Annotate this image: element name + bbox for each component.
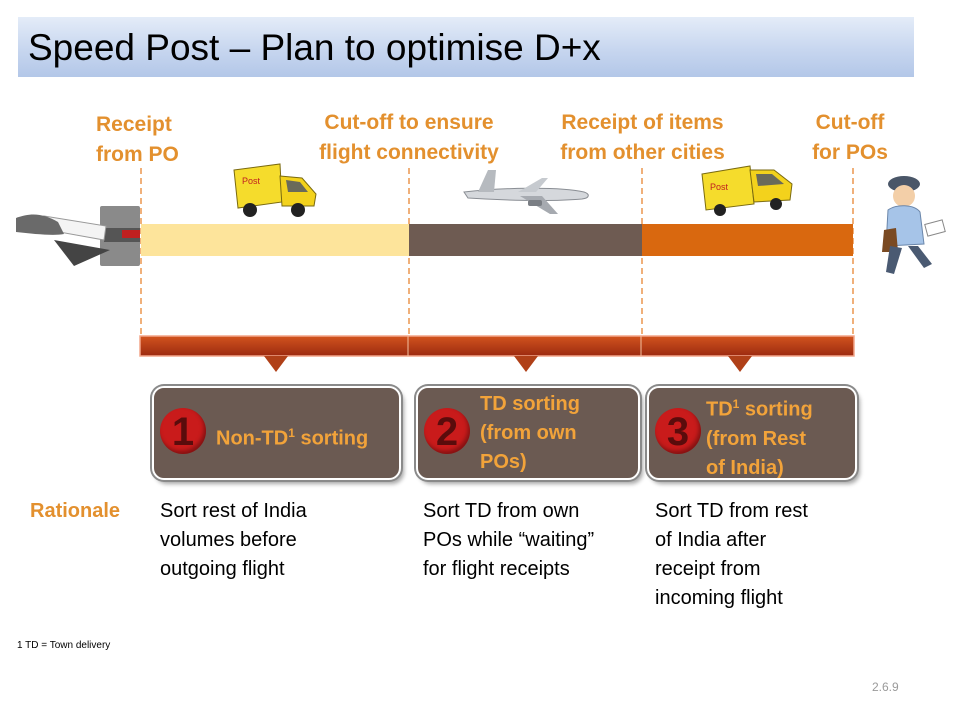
dashed-divider [641,168,643,354]
sorting-bar [139,335,855,372]
mail-truck-icon: Post [701,165,793,216]
milestone-line: from other cities [560,141,725,164]
milestone-line: Receipt of items [561,111,724,134]
postman-icon [882,176,946,274]
milestone-receipt-from-po: Receipt from PO [96,110,179,170]
rationale-line: for flight receipts [423,558,570,580]
milestone-line: from PO [96,143,179,166]
dashed-divider [140,168,142,354]
callout-label: TD1 sorting (from Rest of India) [706,390,813,483]
callout-text: TD sorting [480,393,580,415]
step-number-badge: 1 [160,408,206,454]
milestone-cutoff-flight: Cut-off to ensure flight connectivity [304,108,514,168]
step-number-badge: 2 [424,408,470,454]
timeline-segment-3 [642,224,853,256]
dashed-divider [852,168,854,354]
rationale-line: Sort TD from own [423,500,580,522]
footnote-marker: 1 [288,426,295,440]
milestone-receipt-other-cities: Receipt of items from other cities [545,108,740,168]
mail-truck-icon: Post [233,163,317,217]
milestone-cutoff-pos: Cut-off for POs [800,108,900,168]
rationale-line: Sort rest of India [160,500,307,522]
pointer-2 [514,356,538,372]
milestone-line: Cut-off to ensure [324,111,494,134]
dashed-divider [408,168,410,354]
rationale-line: receipt from [655,558,761,580]
rationale-line: outgoing flight [160,558,285,580]
callout-text: of India) [706,456,784,479]
rationale-line: Sort TD from rest [655,500,808,522]
callout-text: Non-TD [216,427,289,450]
footnote: 1 TD = Town delivery [17,640,111,651]
rationale-column-1: Sort rest of India volumes before outgoi… [160,497,307,584]
callout-text: sorting [739,398,813,421]
callout-text: sorting [294,427,369,450]
bar-rect [139,335,855,357]
callout-text: (from Rest [706,427,807,450]
rationale-line: volumes before [160,529,297,551]
pointer-3 [728,356,752,372]
page-title: Speed Post – Plan to optimise D+x [28,27,601,68]
milestone-line: Receipt [96,113,172,136]
callout-text: (from own [480,422,577,444]
callout-text: TD [706,398,733,421]
callout-label: TD sorting (from own POs) [480,390,580,477]
slide-number: 2.6.9 [872,680,899,694]
step-number-badge: 3 [655,408,701,454]
callout-label: Non-TD1 sorting [216,419,368,454]
milestone-line: Cut-off [815,111,885,134]
rationale-line: POs while “waiting” [423,529,595,551]
timeline-segment-2 [409,224,642,256]
rationale-label: Rationale [30,500,121,522]
footnote-marker: 1 [732,397,740,411]
airplane-icon [463,170,589,214]
rationale-column-3: Sort TD from rest of India after receipt… [655,497,808,613]
rationale-line: incoming flight [655,587,783,609]
svg-text:Post: Post [710,182,729,192]
hand-with-letter-icon [16,206,140,266]
svg-text:Post: Post [242,176,261,186]
rationale-column-2: Sort TD from own POs while “waiting” for… [423,497,594,584]
timeline-segment-1 [141,224,409,256]
milestone-line: for POs [812,141,888,164]
pointer-1 [264,356,288,372]
rationale-line: of India after [655,529,767,551]
milestone-line: flight connectivity [319,141,499,164]
callout-text: POs) [480,451,527,473]
title-bar [18,17,914,77]
